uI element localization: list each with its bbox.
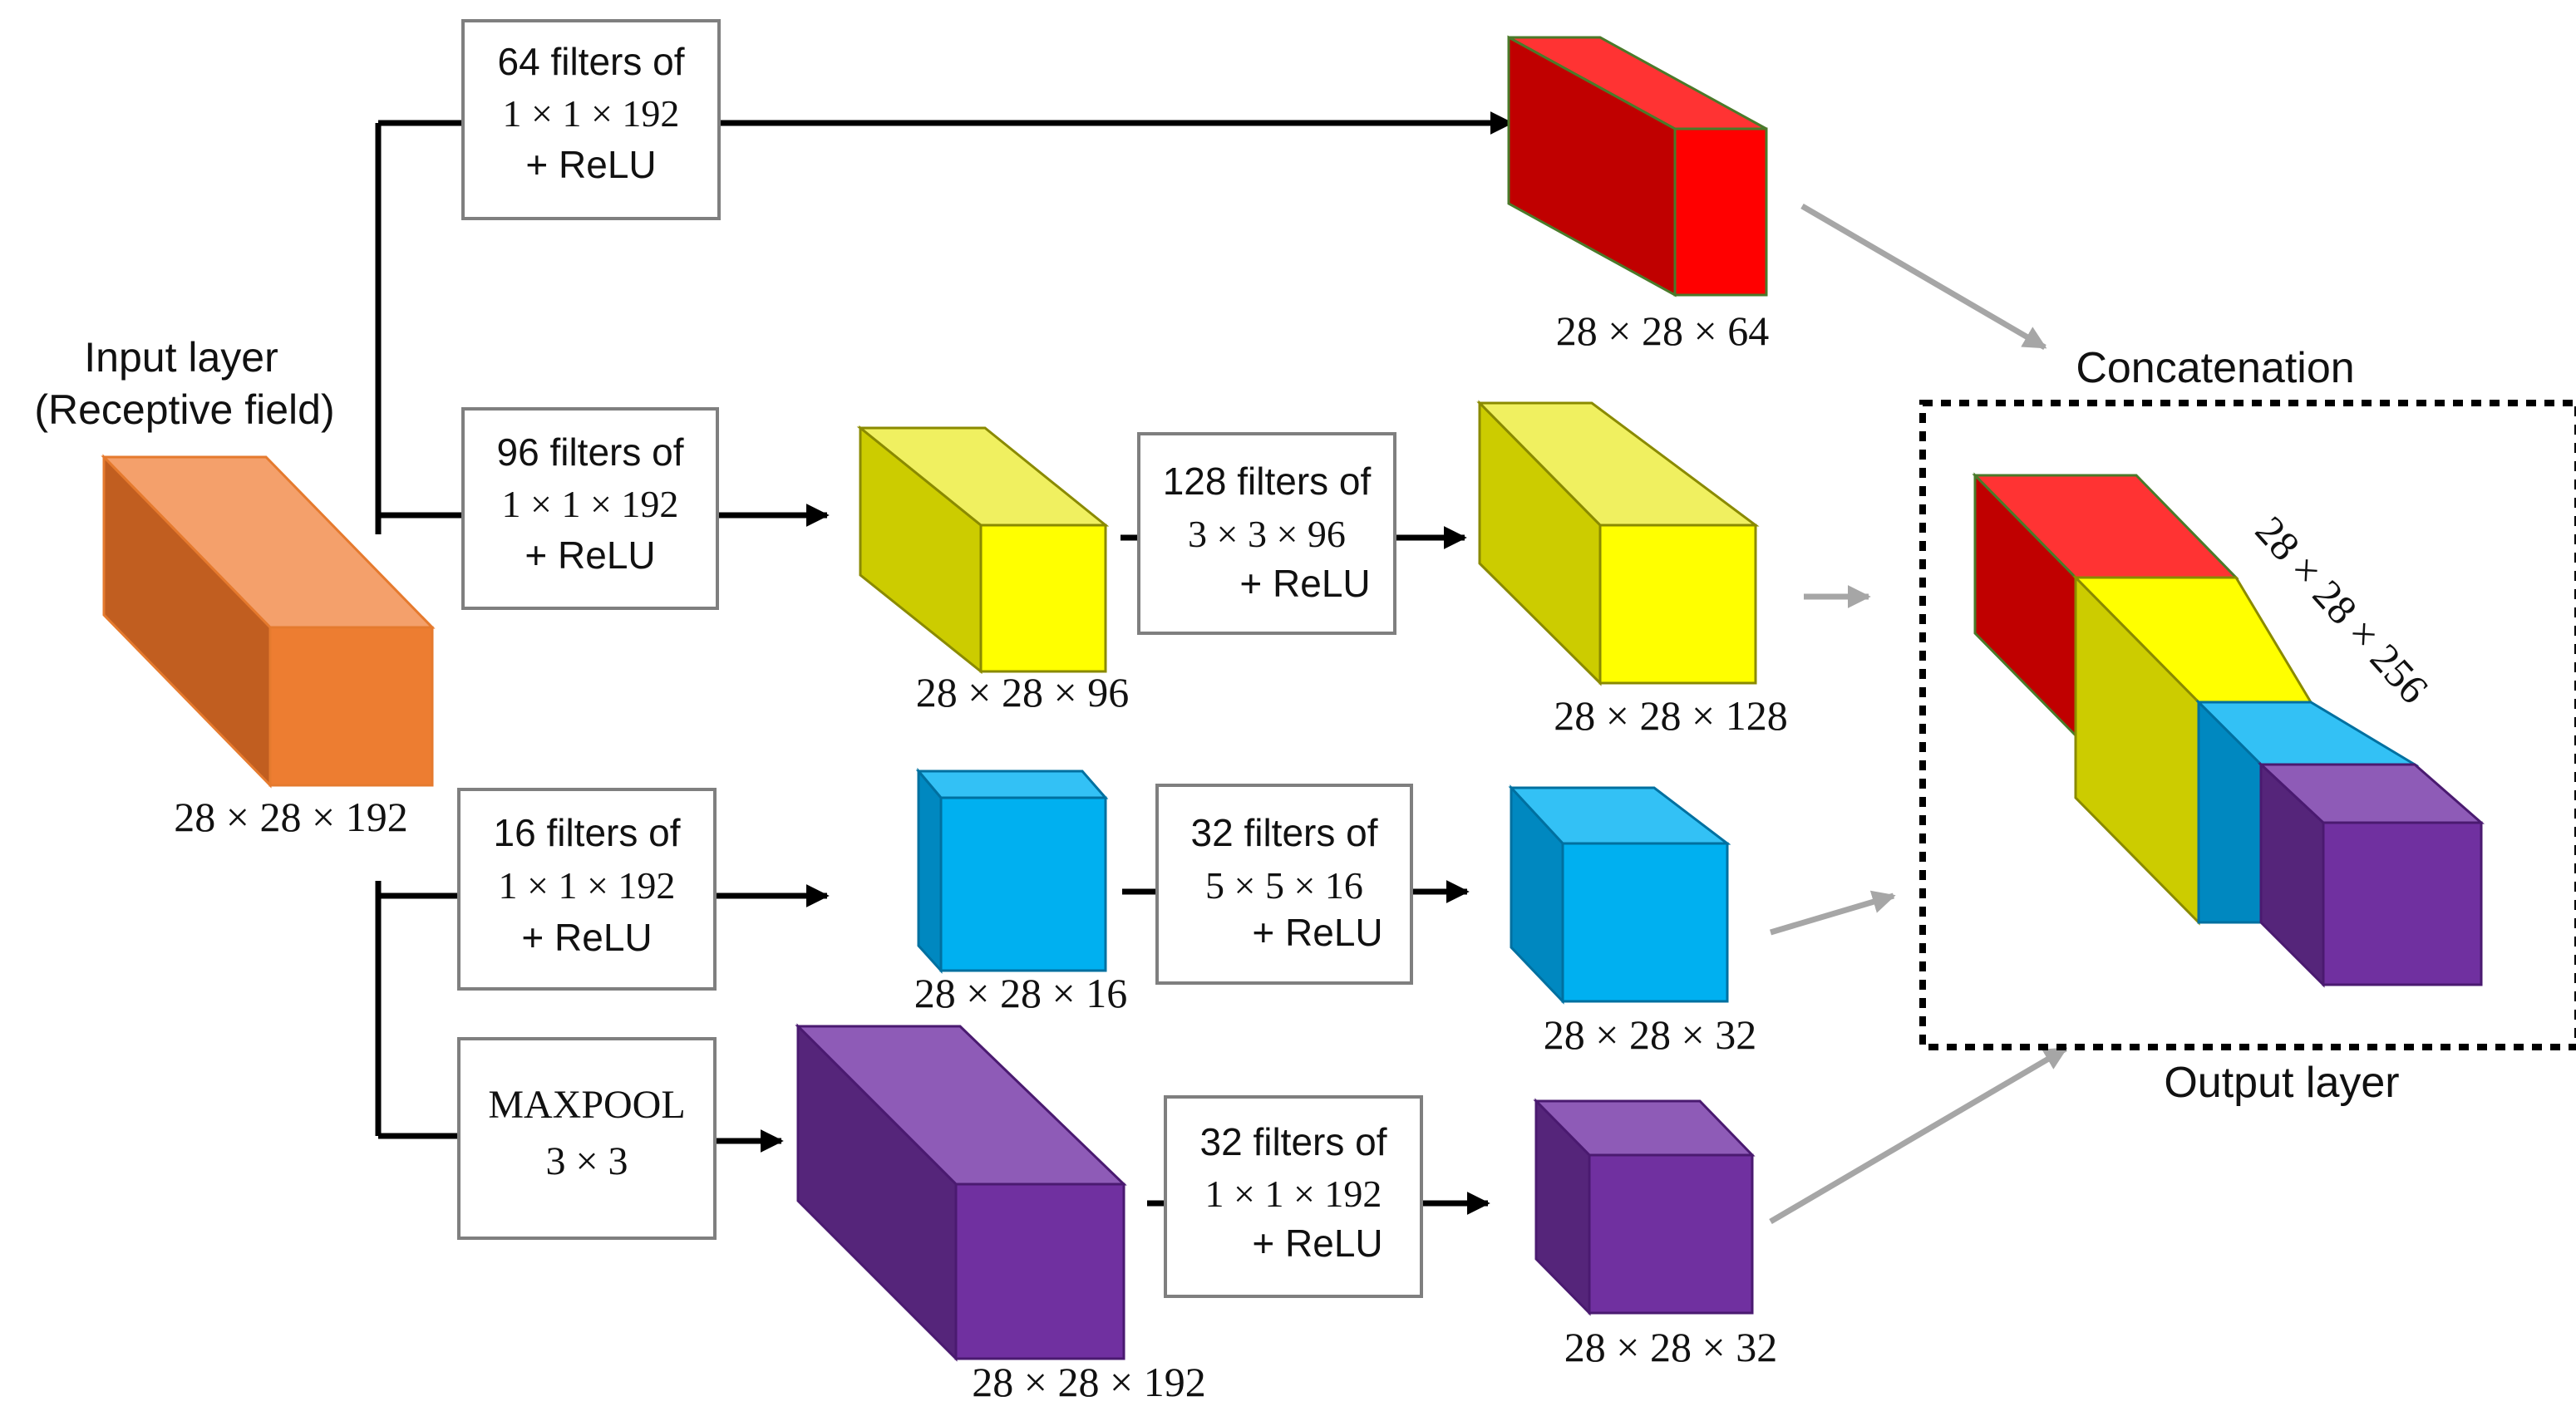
branch3-op1-line2: 1 × 1 × 192 <box>499 864 676 907</box>
branch4-out-dims: 28 × 28 × 32 <box>1564 1324 1777 1370</box>
branch4-op2-line3: + ReLU <box>1252 1222 1382 1265</box>
branch3-mid-cuboid <box>915 767 1109 974</box>
branch4-op2-line2: 1 × 1 × 192 <box>1205 1173 1382 1215</box>
branch3-conv2-box: 32 filters of 5 × 5 × 16 + ReLU <box>1155 784 1413 985</box>
branch2-conv2-box: 128 filters of 3 × 3 × 96 + ReLU <box>1137 432 1396 635</box>
branch3-op1-line3: + ReLU <box>521 916 652 959</box>
input-layer-cuboid <box>101 454 436 789</box>
input-dims-label: 28 × 28 × 192 <box>174 794 407 840</box>
concat-arrows <box>1769 203 2068 1225</box>
branch4-output-cuboid <box>1533 1098 1756 1316</box>
branch1-out-dims: 28 × 28 × 64 <box>1556 307 1769 354</box>
output-layer-label: Output layer <box>2164 1059 2399 1107</box>
branch2-op1-line3: + ReLU <box>525 533 655 577</box>
branch3-op2-line3: + ReLU <box>1252 911 1382 954</box>
output-stacked-cuboid <box>1972 472 2485 988</box>
branch2-output-cuboid <box>1476 400 1760 686</box>
branch2-conv1-box: 96 filters of 1 × 1 × 192 + ReLU <box>461 407 719 610</box>
branch1-op-line3: + ReLU <box>525 143 656 186</box>
branch3-op2-line2: 5 × 5 × 16 <box>1205 864 1363 907</box>
branch3-op2-line1: 32 filters of <box>1191 811 1378 854</box>
concatenation-label: Concatenation <box>2076 344 2354 392</box>
branch2-op1-line2: 1 × 1 × 192 <box>502 483 679 525</box>
branch2-mid-cuboid <box>856 425 1110 675</box>
branch1-conv-box: 64 filters of 1 × 1 × 192 + ReLU <box>461 19 721 220</box>
branch3-op1-line1: 16 filters of <box>494 811 681 854</box>
branch4-mid-dims: 28 × 28 × 192 <box>972 1359 1205 1405</box>
branch4-op1-line1: MAXPOOL <box>488 1083 685 1127</box>
input-layer-title: Input layer <box>84 334 278 381</box>
branch-connectors <box>375 120 461 1139</box>
branch1-op-line1: 64 filters of <box>498 40 685 83</box>
branch2-op2-line3: + ReLU <box>1239 562 1370 605</box>
branch3-out-dims: 28 × 28 × 32 <box>1544 1011 1756 1058</box>
input-layer-subtitle: (Receptive field) <box>34 386 334 433</box>
output-layer-frame <box>1919 400 2576 1050</box>
branch2-out-dims: 28 × 28 × 128 <box>1554 692 1787 739</box>
branch3-mid-dims: 28 × 28 × 16 <box>914 970 1127 1016</box>
branch2-op2-line1: 128 filters of <box>1163 460 1372 503</box>
branch2-op1-line1: 96 filters of <box>497 430 684 474</box>
branch4-op1-line2: 3 × 3 <box>545 1139 628 1183</box>
branch3-conv1-box: 16 filters of 1 × 1 × 192 + ReLU <box>457 788 717 991</box>
branch2-mid-dims: 28 × 28 × 96 <box>916 669 1129 715</box>
branch1-op-line2: 1 × 1 × 192 <box>503 92 680 135</box>
branch4-maxpool-box: MAXPOOL 3 × 3 <box>457 1037 717 1240</box>
branch4-op2-line1: 32 filters of <box>1200 1120 1387 1163</box>
branch1-output-cuboid <box>1507 35 1768 297</box>
branch2-op2-line2: 3 × 3 × 96 <box>1188 513 1346 555</box>
branch4-mid-cuboid <box>795 1023 1127 1362</box>
branch4-conv2-box: 32 filters of 1 × 1 × 192 + ReLU <box>1164 1095 1423 1298</box>
branch3-output-cuboid <box>1508 784 1731 1005</box>
